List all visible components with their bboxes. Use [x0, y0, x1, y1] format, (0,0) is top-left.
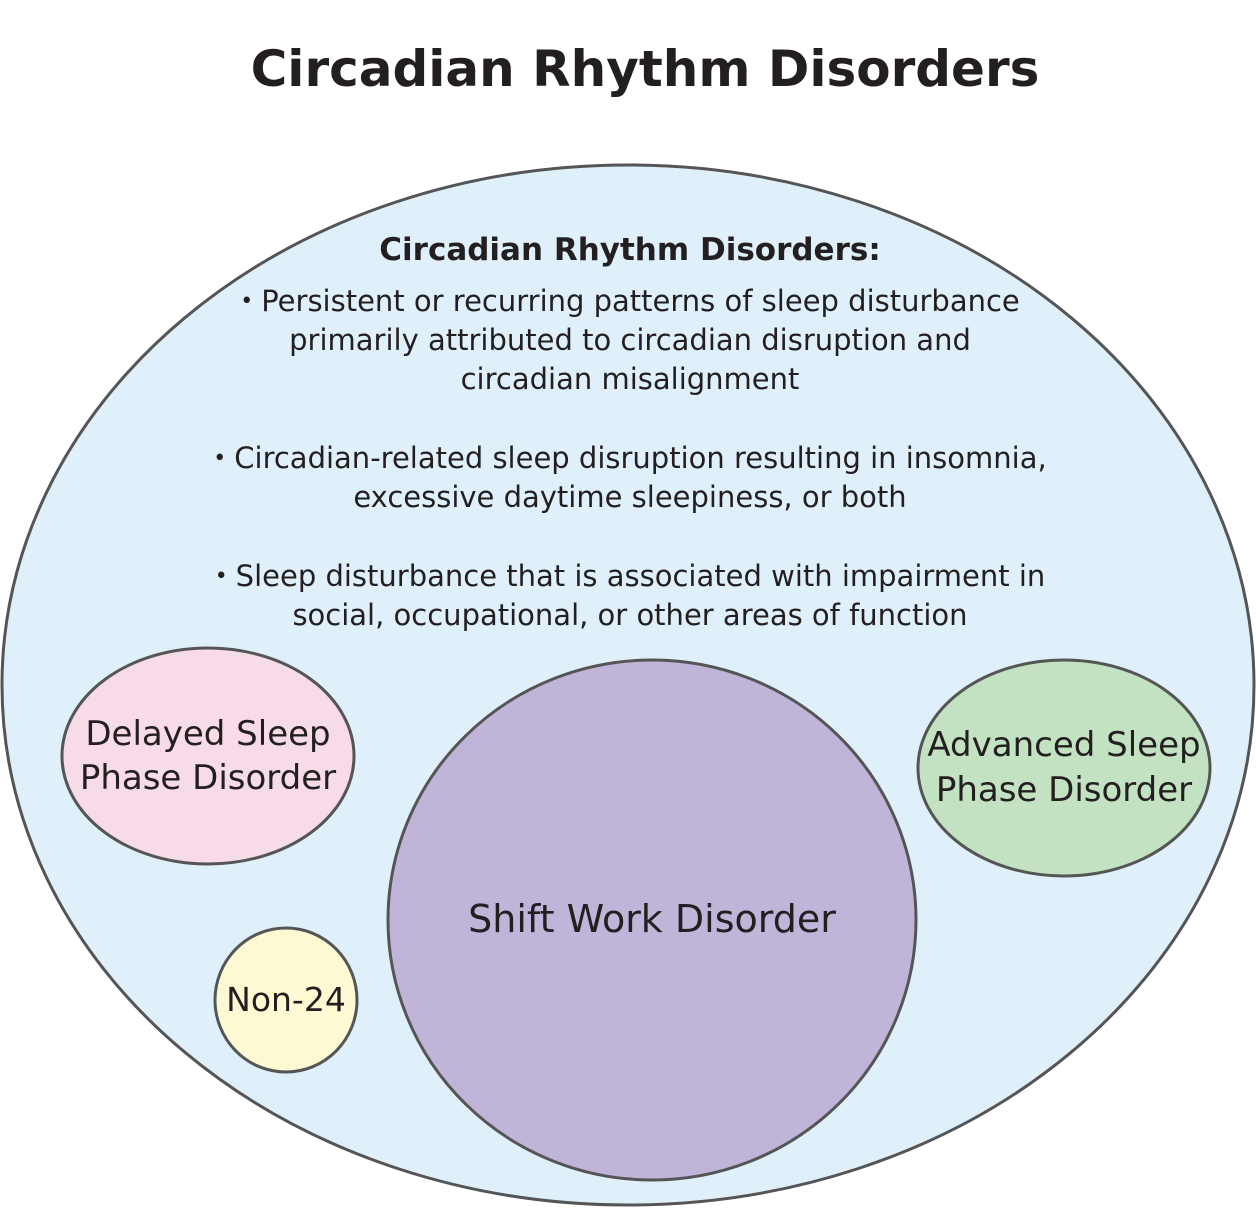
bullet-3: • Sleep disturbance that is associated wi… [160, 557, 1100, 635]
circle-advanced-sleep-phase [916, 658, 1212, 878]
page-title: Circadian Rhythm Disorders [250, 40, 1040, 98]
outer-description: Circadian Rhythm Disorders: • Persistent … [160, 230, 1100, 675]
bullet-dot: • [240, 289, 254, 314]
circle-non-24 [213, 926, 359, 1074]
advanced-line-1: Advanced Sleep [927, 725, 1201, 765]
bullet-3-line-1: Sleep disturbance that is associated wit… [235, 559, 1046, 593]
bullet-dot: • [214, 564, 228, 589]
delayed-line-1: Delayed Sleep [85, 714, 331, 754]
bullet-2-line-1: Circadian-related sleep disruption resul… [234, 441, 1047, 475]
non24-label-text: Non-24 [226, 979, 346, 1019]
bullet-1-line-1: Persistent or recurring patterns of slee… [261, 284, 1020, 318]
outer-heading: Circadian Rhythm Disorders: [379, 232, 881, 268]
advanced-line-2: Phase Disorder [935, 770, 1193, 810]
bullet-3-line-2: social, occupational, or other areas of … [292, 598, 968, 632]
label-non-24: Non-24 [215, 928, 357, 1072]
bullet-1: • Persistent or recurring patterns of sle… [160, 282, 1100, 399]
label-delayed-sleep-phase: Delayed Sleep Phase Disorder [62, 648, 354, 864]
circle-shift-work [386, 658, 918, 1182]
label-shift-work: Shift Work Disorder [388, 660, 916, 1180]
label-advanced-sleep-phase: Advanced Sleep Phase Disorder [918, 660, 1210, 876]
bullet-2-line-2: excessive daytime sleepiness, or both [353, 480, 907, 514]
bullet-1-line-2: primarily attributed to circadian disrup… [289, 323, 971, 357]
delayed-line-2: Phase Disorder [79, 758, 337, 798]
bullet-1-line-3: circadian misalignment [460, 362, 800, 396]
bullet-dot: • [213, 446, 227, 471]
bullet-2: • Circadian-related sleep disruption resu… [160, 439, 1100, 517]
circle-delayed-sleep-phase [60, 646, 356, 866]
shift-label-text: Shift Work Disorder [468, 897, 836, 942]
